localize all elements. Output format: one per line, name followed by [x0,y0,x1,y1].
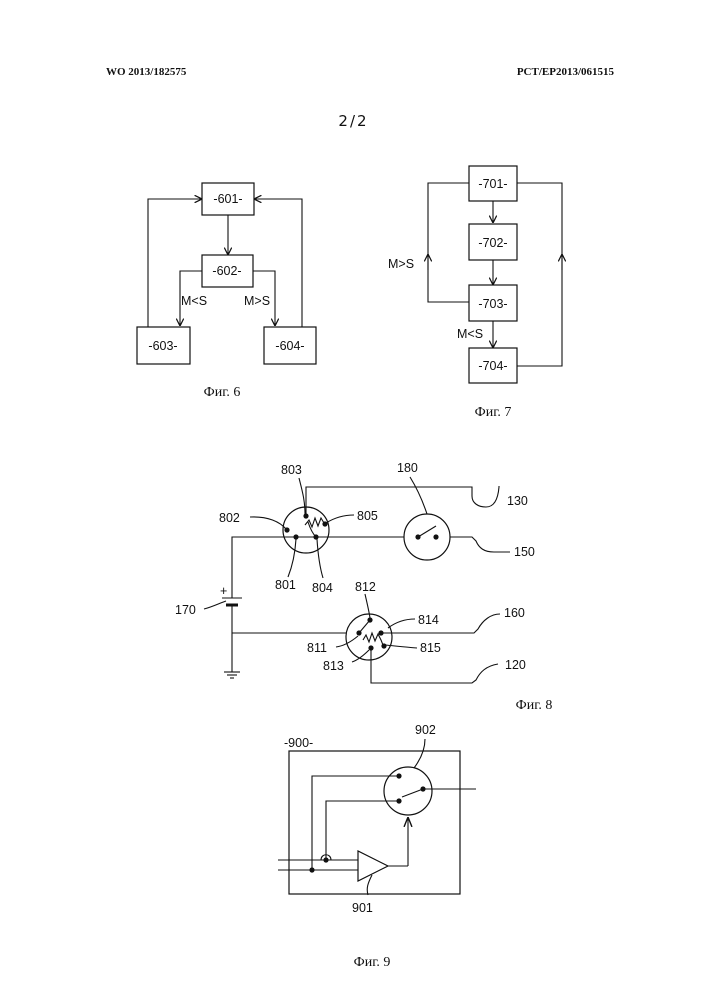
leader-180 [410,477,427,514]
line-814-160 [381,614,500,633]
leader-815 [386,645,417,648]
switch-902 [384,767,432,815]
junction-2 [323,857,328,862]
box-704-label: -704- [478,359,507,373]
terminal-811 [356,630,361,635]
leader-814 [388,619,415,628]
ref-901: 901 [352,901,373,915]
ref-160: 160 [504,606,525,620]
figure-7-caption: Фиг. 7 [475,405,512,420]
condition-label-loop: M>S [388,257,414,271]
line-803-130 [306,486,499,516]
figure-6: -601- -602- -603- -604- M<S M>S Фиг. 6 [137,183,316,400]
box-603-label: -603- [148,339,177,353]
terminal-803 [303,513,308,518]
ref-814: 814 [418,613,439,627]
feedback-604-601 [254,199,302,328]
loop-703-701 [428,183,469,302]
ref-811: 811 [307,641,327,655]
figure-6-caption: Фиг. 6 [204,385,241,400]
ref-804: 804 [312,581,333,595]
condition-label-left: M<S [181,294,207,308]
ref-812: 812 [355,580,376,594]
ref-803: 803 [281,463,302,477]
ref-150: 150 [514,545,535,559]
ref-170: 170 [175,603,196,617]
condition-label-down: M<S [457,327,483,341]
switch-902-terminal-3 [420,786,425,791]
switch-180-contact [433,534,438,539]
figure-8-caption: Фиг. 8 [516,698,553,713]
leader-802 [250,517,286,529]
ref-802: 802 [219,511,240,525]
ref-120: 120 [505,658,526,672]
box-701-label: -701- [478,177,507,191]
box-604-label: -604- [275,339,304,353]
box-703-label: -703- [478,297,507,311]
figure-7: -701- -702- -703- -704- M>S M<S Фиг. 7 [388,166,562,420]
switch-180-pivot [415,534,420,539]
ref-900: -900- [284,736,313,750]
battery-plus-sign: + [220,584,227,598]
terminal-813 [368,645,373,650]
switch-902-terminal-2 [396,798,401,803]
figure-9: -900- 902 901 Фиг. 9 [278,723,476,970]
box-601-label: -601- [213,192,242,206]
ref-902: 902 [415,723,436,737]
junction-1 [309,867,314,872]
switch-902-terminal-1 [396,773,401,778]
condition-label-right: M>S [244,294,270,308]
figure-9-caption: Фиг. 9 [354,955,391,970]
line-180-150 [450,537,510,552]
box-602-label: -602- [212,264,241,278]
terminal-804 [313,534,318,539]
feedback-603-601 [148,199,202,328]
ref-180: 180 [397,461,418,475]
terminal-812 [367,617,372,622]
terminal-814 [378,630,383,635]
ref-805: 805 [357,509,378,523]
ref-815: 815 [420,641,441,655]
switch-180 [404,514,450,560]
leader-805 [326,515,354,523]
ref-813: 813 [323,659,344,673]
ref-130: 130 [507,494,528,508]
box-702-label: -702- [478,236,507,250]
ref-801: 801 [275,578,296,592]
loop-704-701 [517,183,562,366]
leader-170 [204,601,226,609]
terminal-815 [381,643,386,648]
figure-8: 803 802 805 801 804 180 130 150 170 + 81… [175,461,552,713]
